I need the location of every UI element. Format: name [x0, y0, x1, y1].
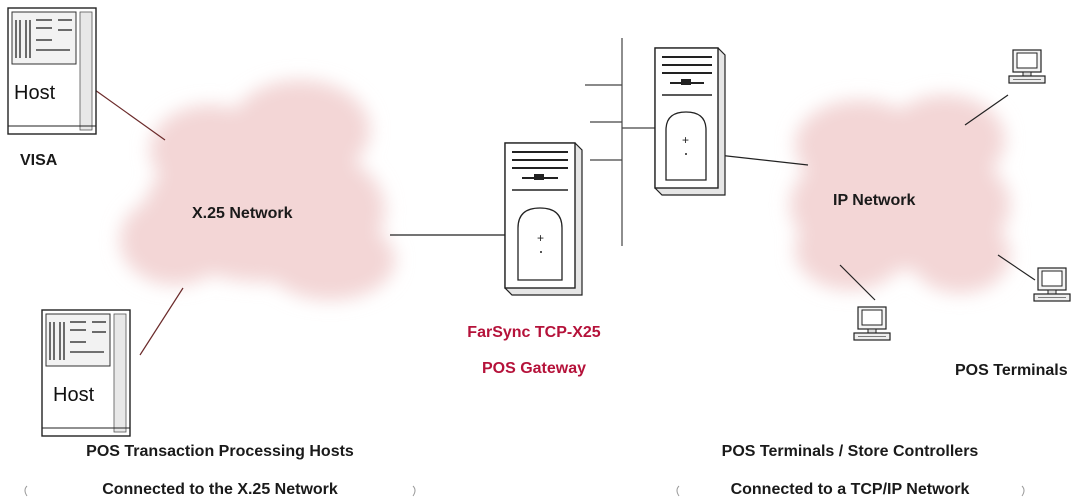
connection-lines [94, 89, 1036, 356]
svg-text:+: + [537, 231, 544, 245]
link-terminal-top [964, 94, 1009, 126]
host-label-bottom: Host [53, 384, 95, 406]
host-server-bottom [41, 309, 131, 437]
visa-label: VISA [20, 152, 58, 169]
terminal-icon-bottom [853, 306, 891, 341]
gateway-subtitle: POS Gateway [481, 360, 587, 377]
link-terminal-bottom [839, 264, 876, 301]
right-caption-subtitle: Connected to a TCP/IP Network [730, 481, 970, 498]
x25-network-cloud [120, 80, 395, 300]
x25-network-label: X.25 Network [192, 205, 293, 222]
right-caption-title: POS Terminals / Store Controllers [721, 443, 979, 460]
left-caption-subtitle: Connected to the X.25 Network [102, 481, 338, 498]
link-bottom-host [139, 287, 184, 356]
link-server-ip [717, 154, 809, 166]
ip-network-label: IP Network [833, 192, 916, 209]
host-server-top [7, 7, 97, 135]
terminal-icon-right [1033, 267, 1071, 302]
caption-brackets [24, 485, 1025, 497]
terminal-icon-top [1008, 49, 1046, 84]
gateway-title: FarSync TCP-X25 [467, 324, 601, 341]
host-label-top: Host [14, 82, 56, 104]
link-top-host [94, 89, 166, 141]
lan-backbone [585, 38, 655, 246]
gateway-server: + [504, 142, 583, 296]
pos-terminals-label: POS Terminals [955, 362, 1068, 379]
link-terminal-right [997, 254, 1036, 281]
left-caption-title: POS Transaction Processing Hosts [86, 443, 354, 460]
lan-server: + [654, 47, 726, 196]
svg-text:+: + [682, 133, 689, 147]
ip-network-cloud [790, 95, 1010, 293]
